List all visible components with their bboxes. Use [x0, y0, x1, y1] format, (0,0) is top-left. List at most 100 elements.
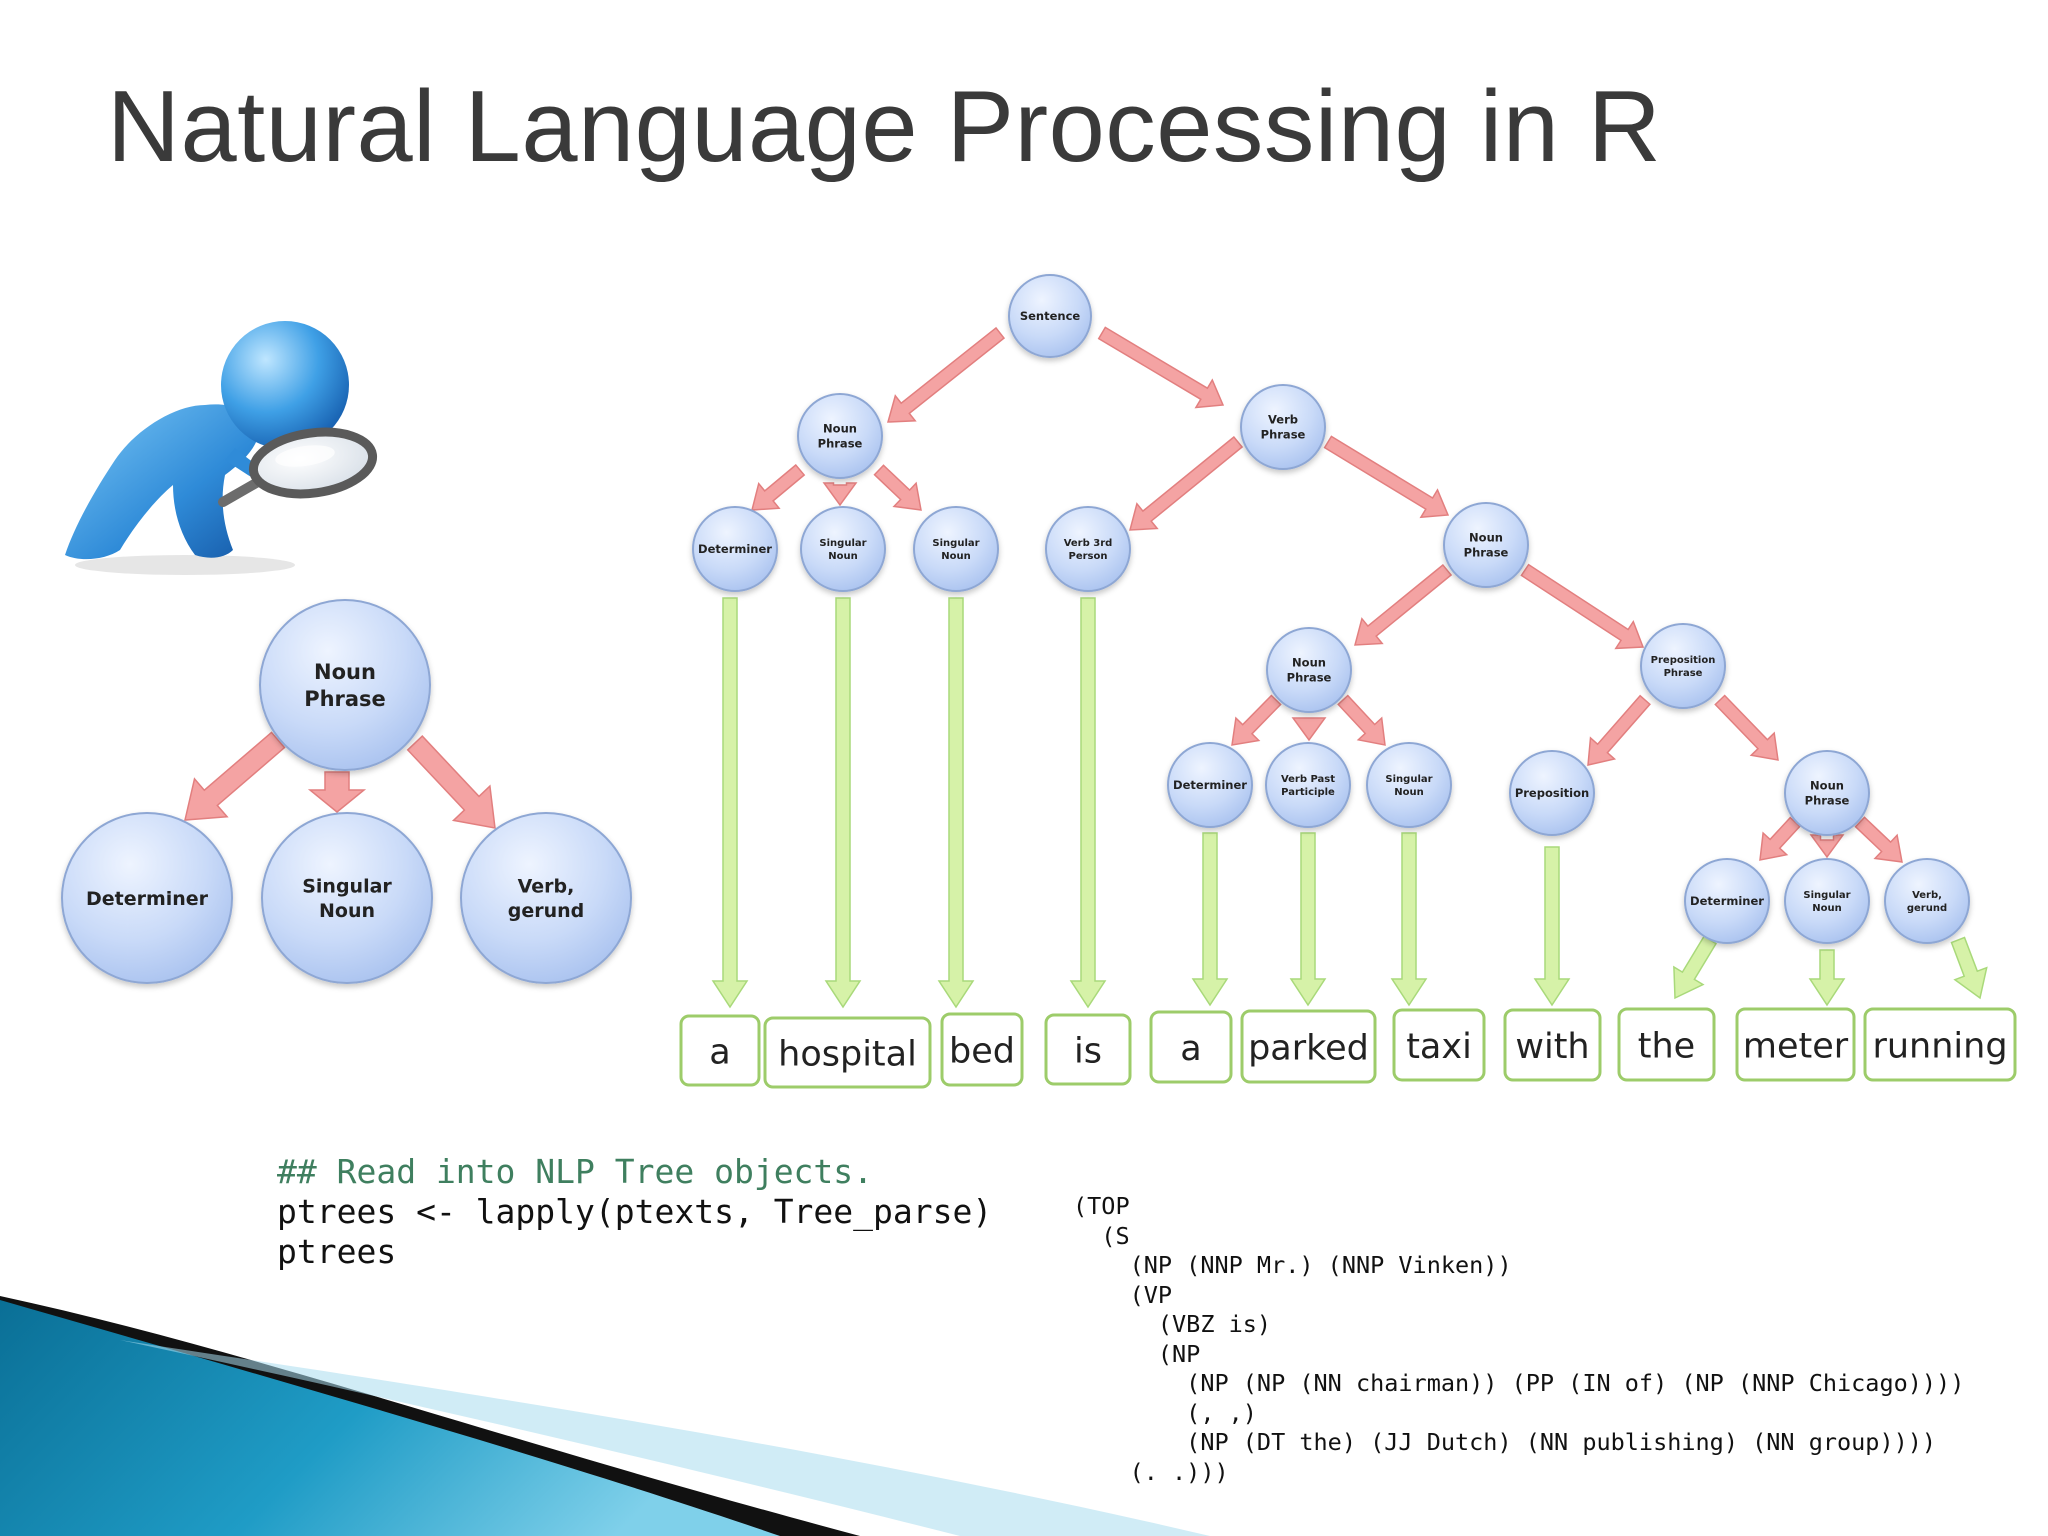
node-circle [1443, 502, 1529, 588]
node-label: Sentence [1020, 309, 1081, 323]
output-line: (NP (NP (NN chairman)) (PP (IN of) (NP (… [1073, 1369, 1965, 1397]
word-box-frame [1149, 1010, 1233, 1084]
node-circle [261, 812, 433, 984]
word-label: parked [1248, 1029, 1369, 1069]
word-box-with: with [1503, 1008, 1602, 1082]
word-label: bed [949, 1032, 1015, 1072]
node-circle [1784, 858, 1870, 944]
node-circle [259, 599, 431, 771]
word-label: meter [1743, 1027, 1849, 1067]
code-line-lapply: ptrees <- lapply(ptexts, Tree_parse) [277, 1192, 993, 1231]
word-box-bed: bed [940, 1012, 1024, 1087]
node-circle [1640, 623, 1726, 709]
node-circle [1266, 627, 1352, 713]
node-circle [797, 393, 883, 479]
node-circle [1265, 742, 1351, 828]
word-box-hospital: hospital [763, 1016, 932, 1089]
red-arrow [1759, 816, 1801, 861]
slide-title: Natural Language Processing in R [107, 71, 1662, 183]
red-arrow [1587, 694, 1651, 766]
node-label: Determiner [1173, 778, 1247, 792]
word-box-meter: meter [1735, 1007, 1856, 1082]
red-arrow [1714, 694, 1779, 761]
red-arrow [1354, 563, 1453, 646]
word-box-frame [1863, 1007, 2017, 1082]
parse-node-prep: Preposition [1509, 750, 1595, 836]
node-circle [1684, 858, 1770, 944]
word-box-a: a [1149, 1010, 1233, 1084]
word-box-frame [1735, 1007, 1856, 1082]
node-circle [692, 506, 778, 592]
node-circle [460, 812, 632, 984]
red-arrow [1129, 435, 1244, 531]
node-circle [1240, 384, 1326, 470]
green-arrow [1950, 936, 1988, 1000]
node-circle [61, 812, 233, 984]
r-code-block: ## Read into NLP Tree objects. ptrees <-… [277, 1152, 992, 1272]
node-circle [800, 506, 886, 592]
red-arrow [1097, 326, 1225, 409]
word-box-frame [1503, 1008, 1602, 1082]
red-arrow [886, 326, 1006, 423]
green-arrow [1390, 832, 1428, 1007]
green-arrow [1673, 935, 1718, 1000]
red-arrow [406, 735, 496, 829]
node-circle [913, 506, 999, 592]
word-box-frame [1240, 1009, 1377, 1084]
word-label: hospital [778, 1035, 917, 1075]
red-arrow [1337, 694, 1386, 746]
node-circle [1045, 506, 1131, 592]
code-line-ptrees: ptrees [277, 1232, 397, 1271]
green-arrow [1808, 949, 1846, 1007]
parse-node-s: Sentence [1008, 274, 1092, 358]
output-line: (, ,) [1073, 1398, 1257, 1427]
node-label: Determiner [1690, 894, 1764, 908]
word-label: taxi [1406, 1027, 1472, 1067]
node-circle [1509, 750, 1595, 836]
green-arrow [1533, 846, 1571, 1007]
parse-node-vg: Verb,gerund [1884, 858, 1970, 944]
word-box-frame [1617, 1007, 1716, 1082]
word-box-frame [1392, 1008, 1486, 1082]
word-label: a [1180, 1029, 1201, 1069]
word-box-is: is [1044, 1013, 1132, 1086]
word-label: is [1074, 1032, 1102, 1072]
red-arrow [1520, 563, 1645, 650]
word-box-frame [940, 1012, 1024, 1087]
node-circle [1008, 274, 1092, 358]
output-line: (NP (DT the) (JJ Dutch) (NN publishing) … [1073, 1428, 1937, 1456]
word-box-a: a [679, 1014, 761, 1087]
output-line: (NP [1073, 1339, 1201, 1368]
output-line: (. .))) [1073, 1457, 1229, 1486]
output-line: (VP [1073, 1280, 1173, 1309]
node-circle [1167, 742, 1253, 828]
parse-node-det1: Determiner [692, 506, 778, 592]
word-box-the: the [1617, 1007, 1716, 1082]
word-label: the [1638, 1027, 1695, 1067]
red-arrow [873, 464, 922, 511]
parse-tree-output: (TOP (S (NP (NNP Mr.) (NNP Vinken)) (VP … [1073, 1192, 1964, 1487]
green-arrow [937, 597, 975, 1009]
green-arrow [1191, 832, 1229, 1007]
output-line: (NP (NNP Mr.) (NNP Vinken)) [1073, 1251, 1512, 1279]
